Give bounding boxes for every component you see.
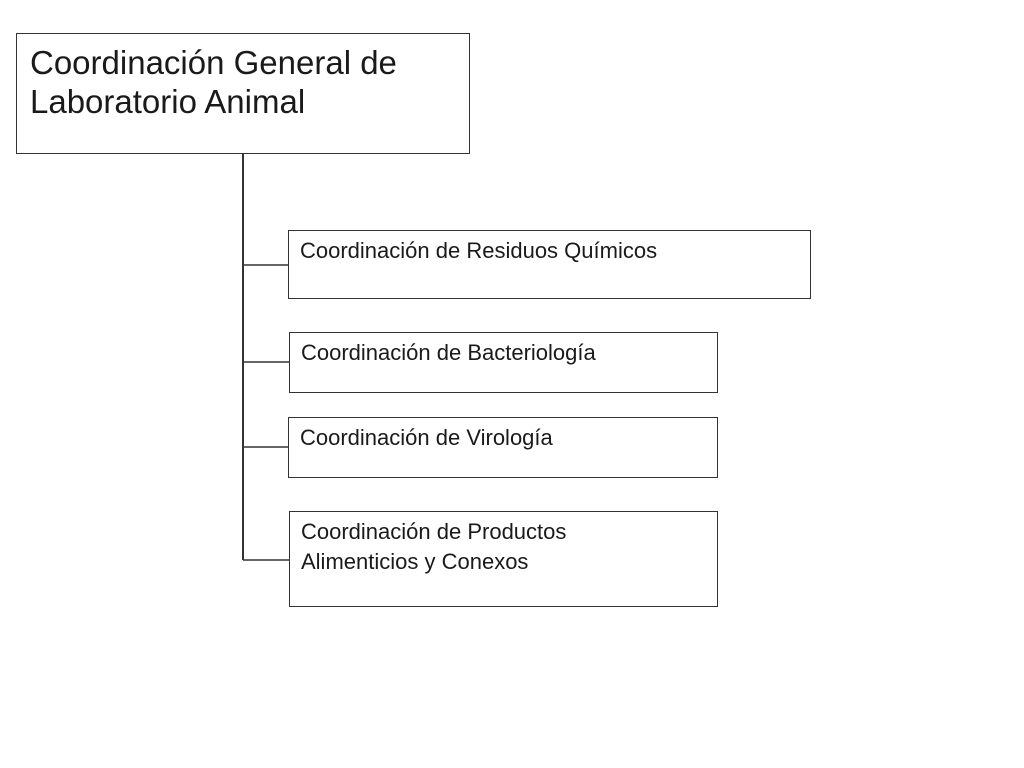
child-node-productos-alimenticios: Coordinación de Productos Alimenticios y… bbox=[289, 511, 718, 607]
child-node-residuos-quimicos: Coordinación de Residuos Químicos bbox=[288, 230, 811, 299]
child-node-label: Coordinación de Bacteriología bbox=[301, 340, 596, 365]
child-node-label: Coordinación de Residuos Químicos bbox=[300, 238, 658, 263]
child-node-label: Coordinación de Virología bbox=[300, 425, 553, 450]
root-node-box: Coordinación General de Laboratorio Anim… bbox=[16, 33, 470, 154]
root-node-label: Coordinación General de Laboratorio Anim… bbox=[30, 44, 397, 120]
child-node-label: Coordinación de Productos Alimenticios y… bbox=[301, 519, 567, 574]
child-node-virologia: Coordinación de Virología bbox=[288, 417, 718, 478]
child-node-bacteriologia: Coordinación de Bacteriología bbox=[289, 332, 718, 393]
